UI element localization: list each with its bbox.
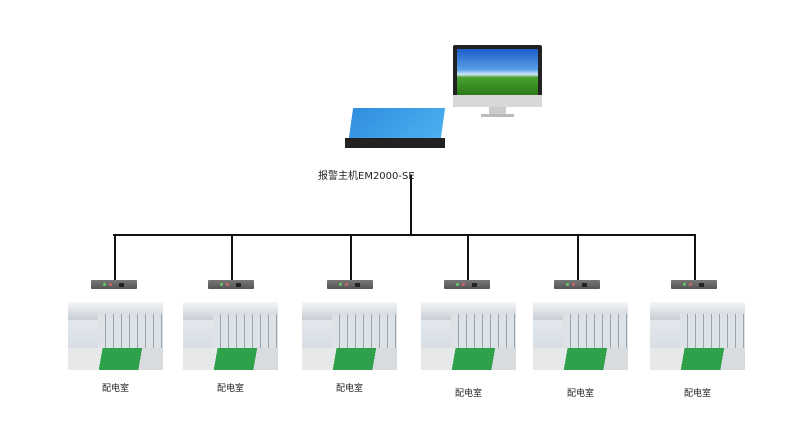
distribution-room-photo	[650, 302, 745, 370]
alarm-host-server	[345, 108, 447, 158]
distribution-room-photo	[533, 302, 628, 370]
drop-line	[350, 235, 352, 281]
monitor-computer	[453, 45, 542, 117]
distribution-room-photo	[183, 302, 278, 370]
room-label: 配电室	[101, 384, 129, 394]
network-module	[671, 280, 717, 289]
drop-line	[467, 235, 469, 281]
monitor-screen	[457, 49, 538, 95]
drop-line	[114, 235, 116, 281]
distribution-room-photo	[68, 302, 163, 370]
drop-line	[577, 235, 579, 281]
network-module	[327, 280, 373, 289]
network-module	[208, 280, 254, 289]
room-label: 配电室	[335, 384, 363, 394]
distribution-room-photo	[421, 302, 516, 370]
network-module	[444, 280, 490, 289]
network-module	[91, 280, 137, 289]
room-label: 配电室	[216, 384, 244, 394]
server-label: 报警主机EM2000-SE	[318, 171, 415, 182]
bus-line	[113, 234, 696, 236]
network-module	[554, 280, 600, 289]
trunk-line	[410, 175, 412, 236]
room-label: 配电室	[454, 389, 482, 399]
room-label: 配电室	[566, 389, 594, 399]
distribution-room-photo	[302, 302, 397, 370]
drop-line	[231, 235, 233, 281]
drop-line	[694, 235, 696, 281]
room-label: 配电室	[683, 389, 711, 399]
